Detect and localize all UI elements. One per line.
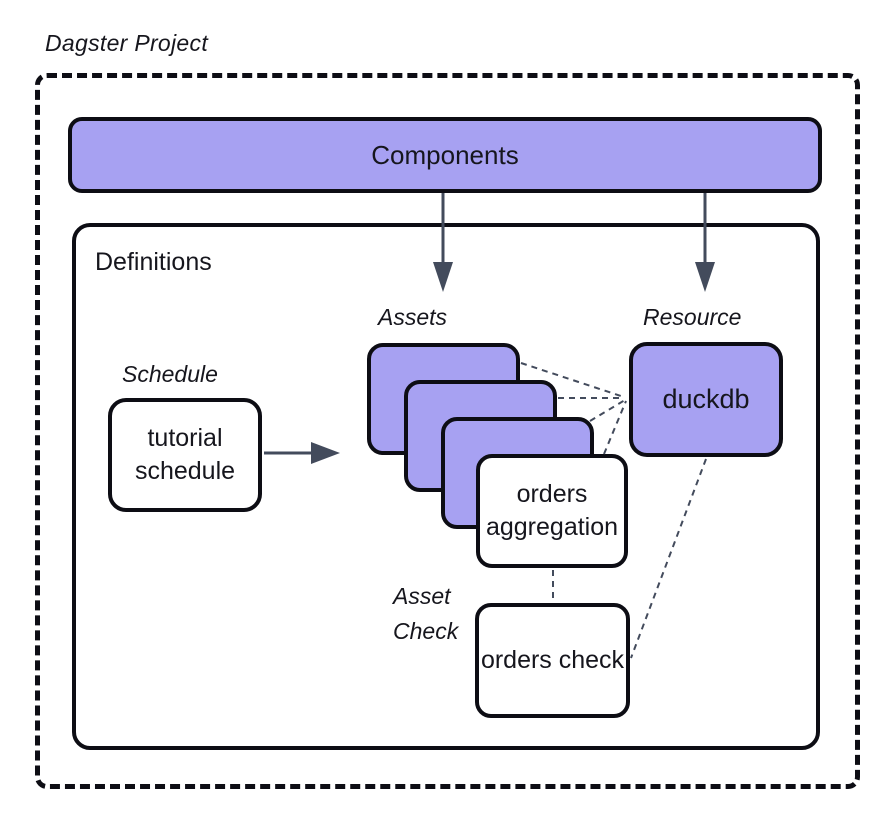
orders-check-label: orders check [480, 646, 625, 674]
assets-group-label: Assets [378, 304, 448, 330]
components-node: Components [68, 117, 822, 193]
orders-aggregation-node: orders aggregation [476, 454, 628, 568]
components-label: Components [371, 139, 519, 170]
duckdb-resource-node: duckdb [629, 342, 783, 457]
orders-check-node: orders check [475, 603, 630, 718]
tutorial-schedule-node: tutorial schedule [108, 398, 262, 512]
definitions-label: Definitions [95, 248, 212, 276]
schedule-group-label: Schedule [122, 361, 218, 387]
asset-check-group-label: Asset Check [393, 583, 459, 644]
duckdb-label: duckdb [662, 384, 750, 414]
orders-aggregation-label: orders aggregation [485, 480, 619, 541]
project-boundary-dashed-box [35, 73, 860, 789]
project-title: Dagster Project [45, 30, 209, 56]
resource-group-label: Resource [643, 304, 742, 330]
tutorial-schedule-label: tutorial schedule [134, 424, 236, 485]
